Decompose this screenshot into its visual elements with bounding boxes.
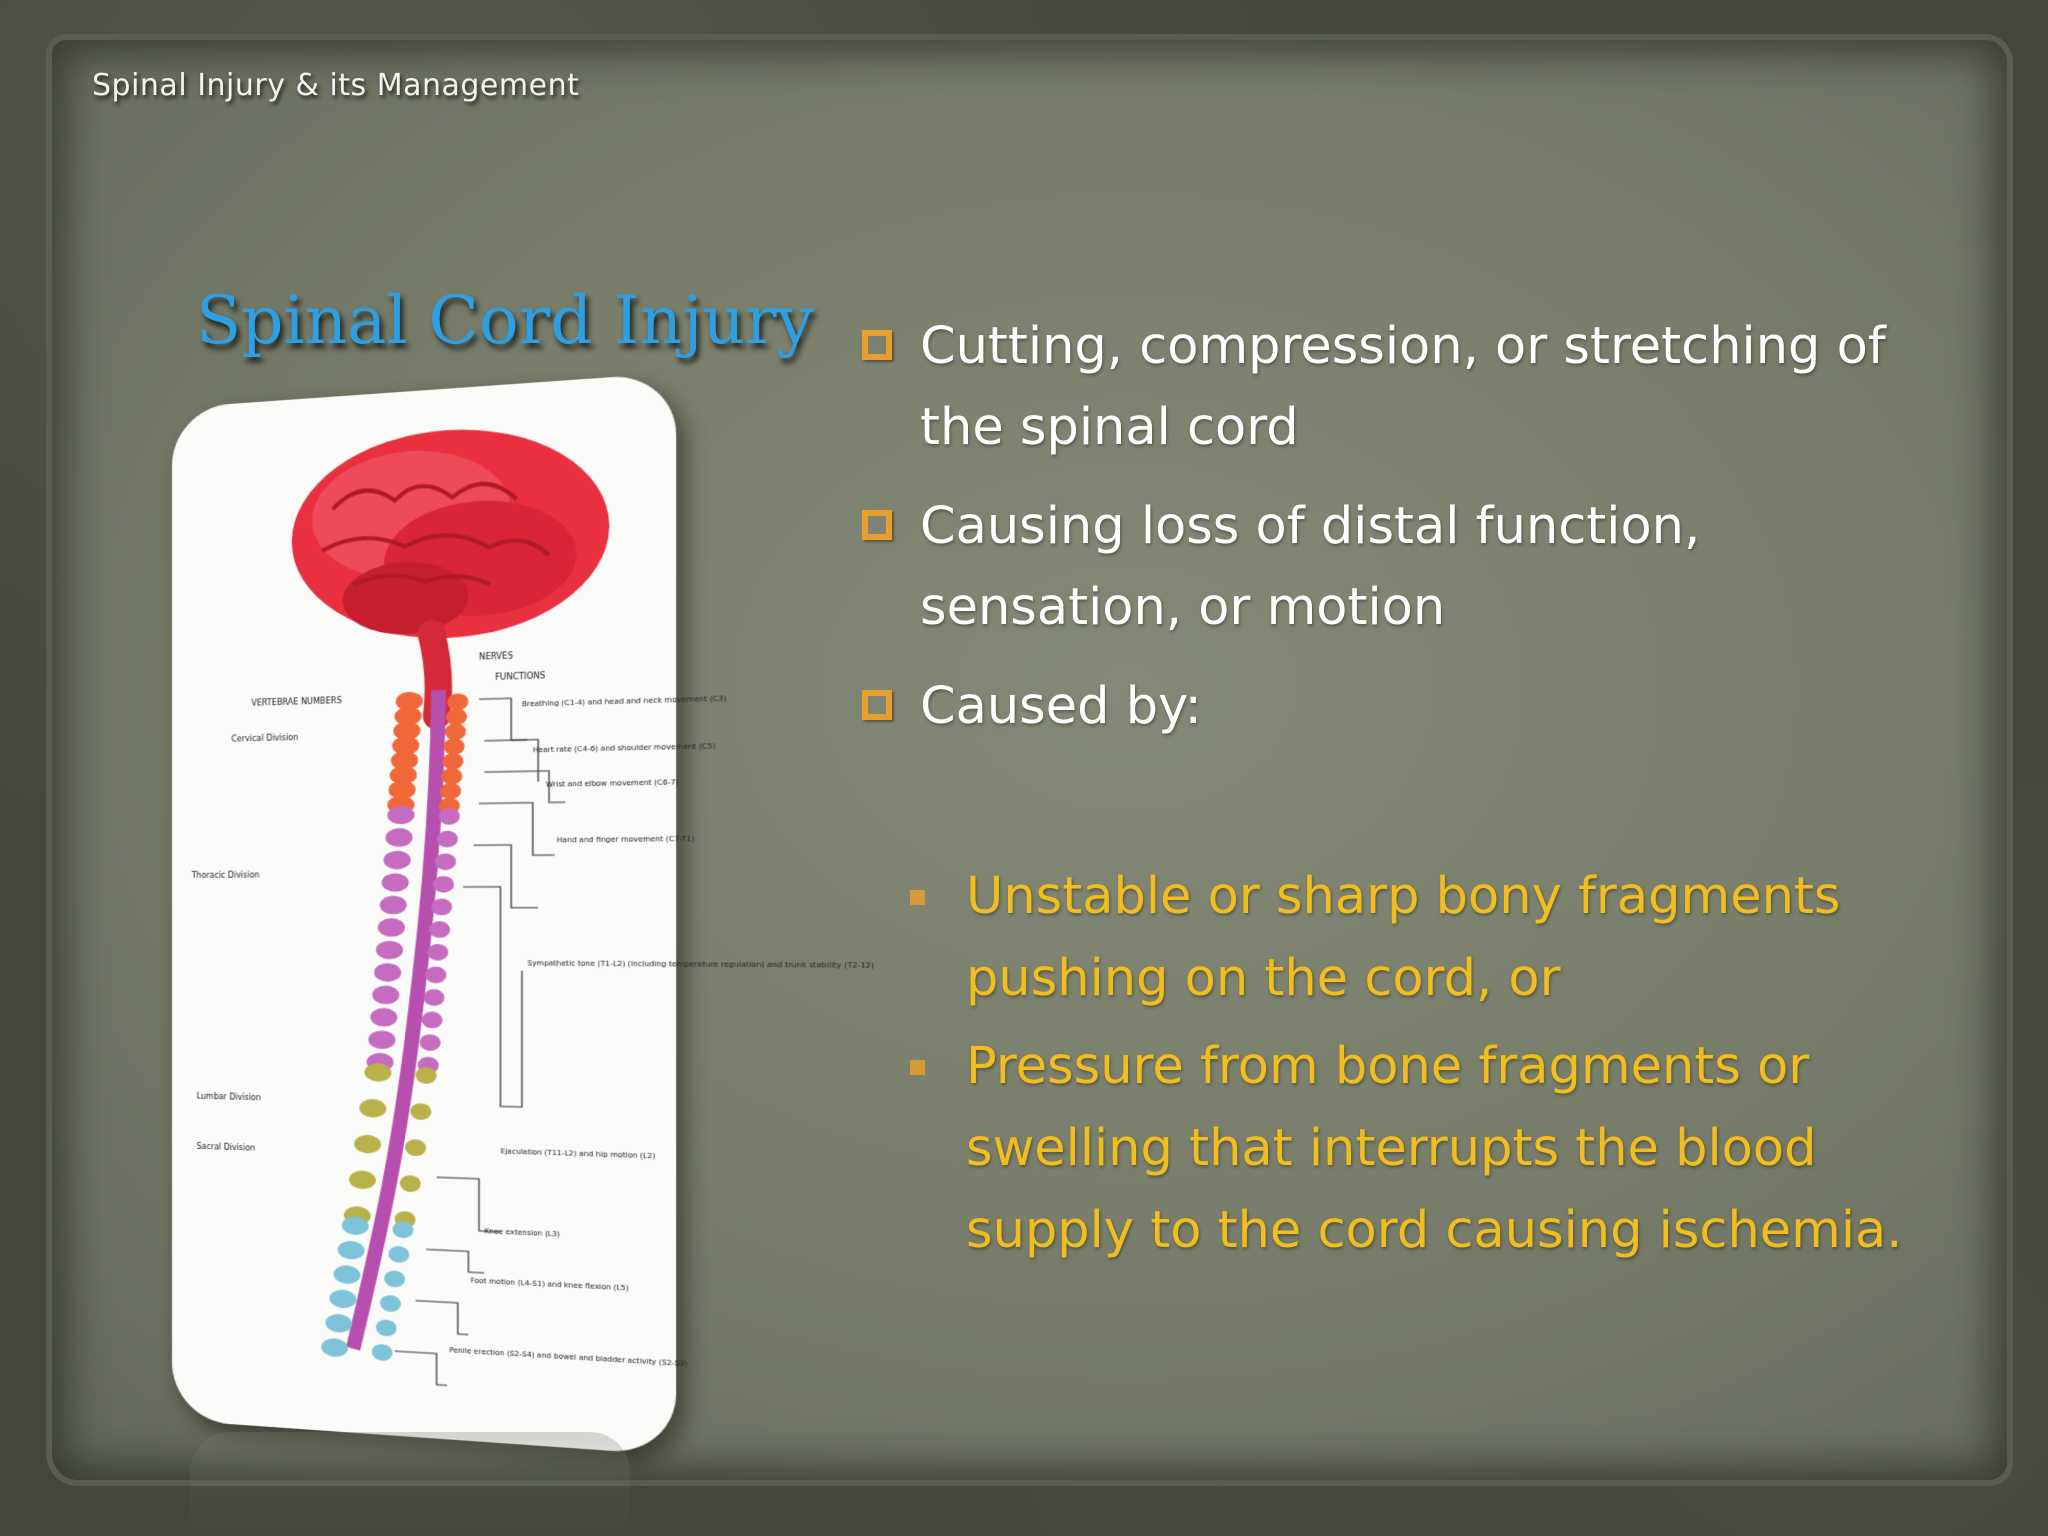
label-foot: Foot motion (L4-S1) and knee flexion (L5… (471, 1276, 630, 1292)
vertebra-process (443, 737, 465, 756)
label-sacral: Sacral Division (197, 1142, 256, 1153)
vertebra-process (375, 1319, 397, 1337)
checkbox-bullet-icon (862, 330, 892, 360)
vertebra-process (429, 921, 451, 938)
vertebra (379, 895, 407, 915)
label-penile: Penile erection (S2-S4) and bowel and bl… (449, 1346, 688, 1368)
vertebra (333, 1264, 361, 1285)
label-heart-rate: Heart rate (C4-6) and shoulder movement … (533, 742, 716, 755)
vertebra (359, 1098, 387, 1118)
vertebra (349, 1170, 376, 1190)
vertebra-process (405, 1139, 427, 1157)
label-hand: Hand and finger movement (C7-T1) (557, 835, 695, 845)
label-sympathetic: Sympathetic tone (T1-L2) (including temp… (527, 959, 874, 970)
vertebra-process (410, 1103, 432, 1121)
sub-bullet-text: Unstable or sharp bony fragments pushing… (966, 867, 1841, 1008)
vertebra (372, 985, 400, 1005)
label-knee: Knee extension (L3) (484, 1227, 560, 1239)
vertebra (383, 850, 411, 870)
vertebra (329, 1289, 357, 1309)
main-bullet-list: Cutting, compression, or stretching of t… (858, 306, 1968, 765)
vertebra (385, 828, 413, 847)
checkbox-bullet-icon (862, 690, 892, 720)
label-vertebral-numbers: VERTEBRAE NUMBERS (251, 696, 341, 708)
spine-diagram: NERVES FUNCTIONS VERTEBRAE NUMBERS Cervi… (191, 419, 875, 1456)
vertebra-process (441, 767, 463, 785)
vertebra-process (380, 1294, 401, 1313)
bullet-text: Cutting, compression, or stretching of t… (920, 317, 1886, 457)
vertebra-process (423, 989, 445, 1006)
bullet-text: Causing loss of distal function, sensati… (920, 497, 1701, 637)
vertebra (321, 1337, 348, 1358)
sub-bullet-list: Unstable or sharp bony fragments pushing… (906, 856, 1986, 1278)
square-bullet-icon (910, 890, 925, 905)
vertebra (381, 873, 409, 892)
sub-bullet-item: Pressure from bone fragments or swelling… (906, 1026, 1986, 1272)
label-thoracic: Thoracic Division (191, 870, 260, 880)
vertebra (368, 1030, 396, 1050)
vertebrae-column (321, 691, 469, 1362)
vertebra-process (425, 966, 447, 984)
checkbox-bullet-icon (862, 510, 892, 540)
label-functions: FUNCTIONS (495, 671, 545, 682)
label-lumbar: Lumbar Division (197, 1092, 261, 1103)
label-nerves: NERVES (479, 651, 513, 662)
vertebra-process (442, 752, 464, 770)
vertebra-process (439, 782, 462, 800)
vertebra-process (431, 898, 453, 916)
slide-title: Spinal Cord Injury (196, 282, 814, 359)
vertebra-process (388, 1245, 410, 1264)
brain-illustration (291, 419, 610, 720)
label-cervical: Cervical Division (231, 733, 298, 744)
vertebra-process (427, 943, 449, 961)
spinal-cord-figure: NERVES FUNCTIONS VERTEBRAE NUMBERS Cervi… (172, 372, 875, 1456)
vertebra-process (384, 1270, 406, 1288)
sub-bullet-text: Pressure from bone fragments or swelling… (966, 1037, 1903, 1260)
vertebra-process (421, 1011, 443, 1029)
vertebra-process (432, 876, 455, 893)
vertebra (354, 1134, 382, 1154)
slide-header: Spinal Injury & its Management (92, 68, 580, 103)
vertebra-process (444, 723, 466, 741)
vertebra (377, 918, 405, 937)
square-bullet-icon (910, 1060, 925, 1075)
figure-reflection (190, 1432, 630, 1536)
vertebra (325, 1313, 353, 1334)
sub-bullet-item: Unstable or sharp bony fragments pushing… (906, 856, 1986, 1020)
bullet-text: Caused by: (920, 677, 1202, 736)
vertebra (375, 940, 404, 960)
bullet-item: Cutting, compression, or stretching of t… (858, 306, 1968, 468)
vertebra-process (371, 1343, 393, 1362)
vertebra (337, 1240, 365, 1261)
vertebra (374, 963, 402, 982)
vertebra-process (399, 1175, 421, 1193)
vertebra-process (434, 853, 457, 871)
bullet-item: Causing loss of distal function, sensati… (858, 486, 1968, 648)
bullet-item: Caused by: (858, 666, 1968, 747)
vertebra (370, 1007, 398, 1027)
label-wrist: Wrist and elbow movement (C6-7) (546, 778, 679, 789)
label-ejaculation: Ejaculation (T11-L2) and hip motion (L2) (500, 1147, 655, 1160)
vertebra-process (419, 1034, 441, 1052)
